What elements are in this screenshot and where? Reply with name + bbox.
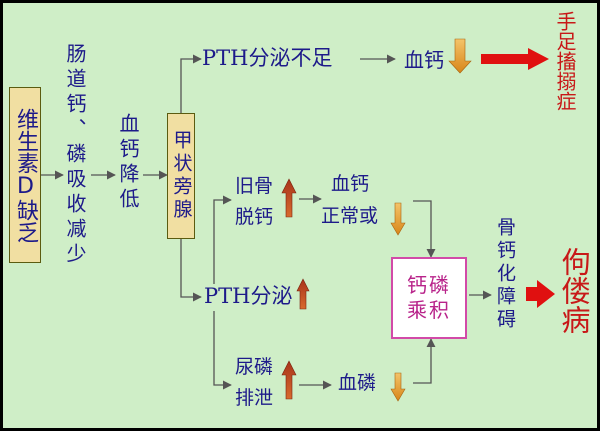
intestinal-absorption-label: 肠道钙、磷吸收减少: [63, 43, 87, 268]
tetany-result-arrow-icon: [481, 48, 549, 70]
blood-phosphorus-label: 血磷: [338, 372, 377, 394]
vitamin-d-deficiency-box: 维生素D缺乏: [9, 87, 41, 263]
blood-p-down-arrow-icon: [390, 372, 406, 402]
vitamin-d-deficiency-label: 维生素D缺乏: [13, 107, 38, 243]
product-label: 乘积: [407, 298, 451, 322]
blood-ca-normal-down-arrow-icon: [390, 202, 406, 236]
normal-or-label: 正常或: [321, 205, 379, 227]
connector-pth-urinep: [213, 311, 232, 390]
calcium-phosphorus-product-box: 钙磷 乘积: [391, 257, 467, 339]
blood-ca-down-arrow-icon: [448, 38, 472, 74]
connector-parathyroid-pth-secretion: [180, 239, 202, 302]
bone-decalcification-up-arrow-icon: [281, 178, 297, 218]
bone-calcification-disorder-label: 骨钙化障碍: [494, 217, 516, 332]
old-bone-label: 旧骨: [235, 175, 274, 197]
pth-insufficient-label: PTH分泌不足: [202, 46, 333, 70]
calcium-phosphorus-label: 钙磷: [407, 273, 451, 297]
rickets-result-arrow-icon: [526, 280, 555, 308]
blood-calcium-mid-label: 血钙: [331, 173, 370, 195]
flow-connectors: [41, 38, 555, 402]
urine-p-up-arrow-icon: [281, 360, 297, 400]
excretion-label: 排泄: [235, 387, 274, 409]
connector-bloodp-product: [413, 338, 436, 384]
parathyroid-box: 甲状旁腺: [167, 113, 195, 239]
pth-secretion-label: PTH分泌: [204, 284, 293, 308]
urine-phosphorus-label: 尿磷: [235, 356, 274, 378]
pth-secretion-up-arrow-icon: [296, 278, 310, 310]
connector-pth-oldbone: [213, 195, 232, 284]
blood-calcium-top-label: 血钙: [404, 48, 444, 72]
decalcification-label: 脱钙: [235, 206, 274, 228]
blood-calcium-decrease-label: 血钙降低: [116, 113, 140, 213]
parathyroid-label: 甲状旁腺: [170, 130, 193, 222]
connector-bloodca-mid-product: [413, 200, 436, 258]
tetany-label: 手足搐搦症: [553, 11, 577, 111]
rickets-label: 佝偻病: [557, 247, 591, 334]
connector-parathyroid-pth-insufficient: [180, 54, 202, 113]
